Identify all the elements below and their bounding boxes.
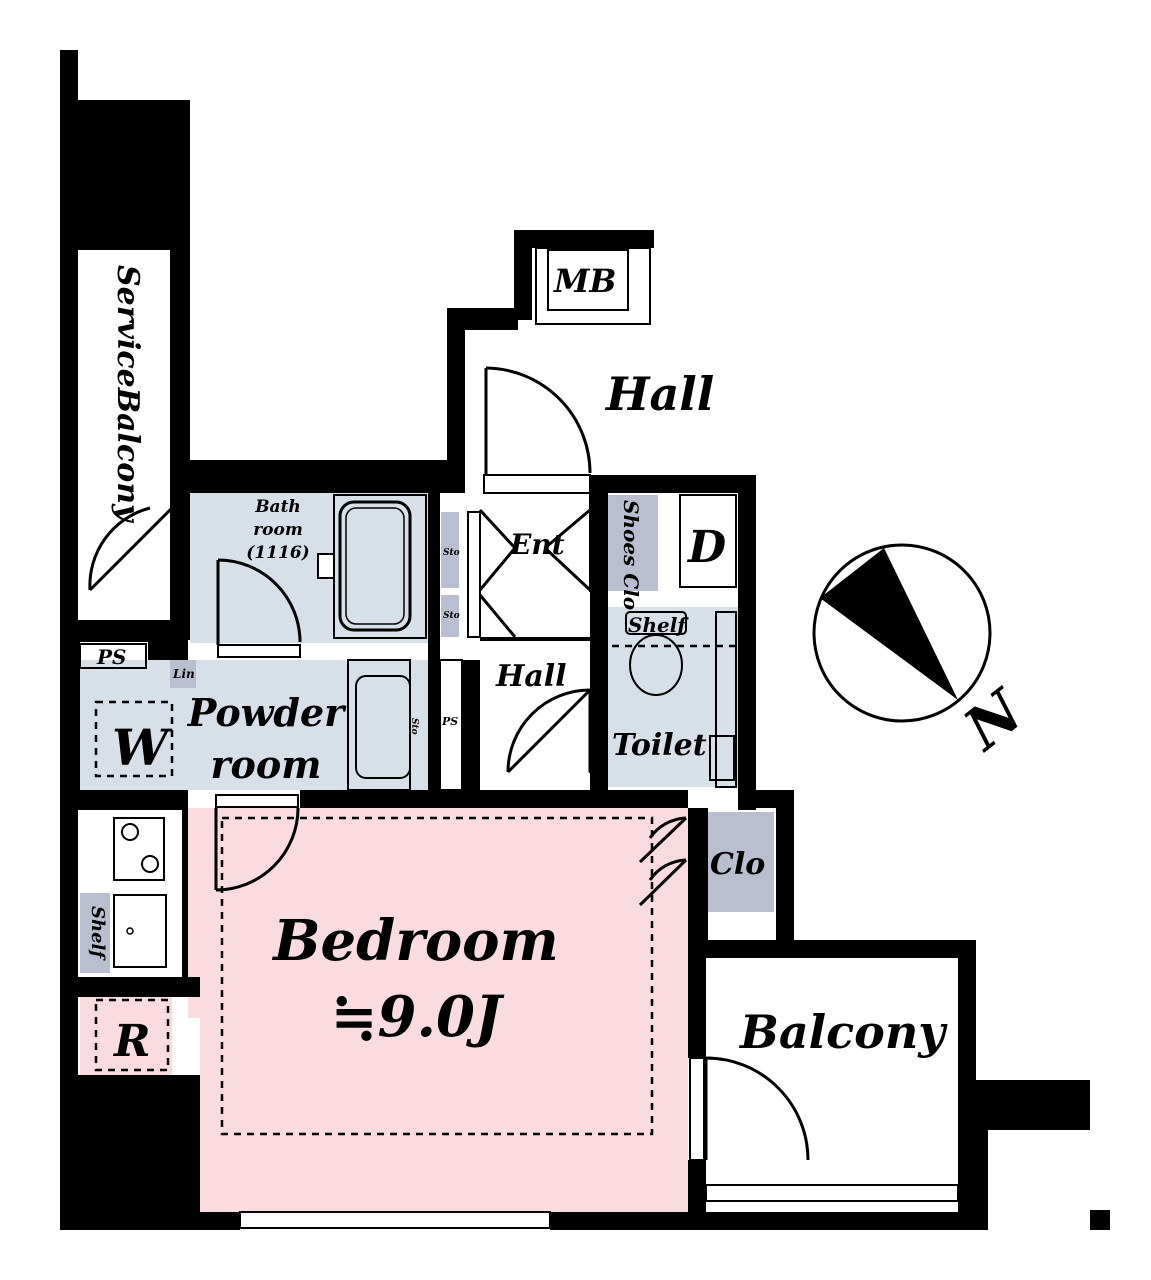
compass: N [812, 543, 1037, 764]
shelf-toilet-label: Shelf [628, 613, 689, 637]
hall-outer-label: Hall [604, 367, 714, 421]
d-label: D [686, 522, 726, 573]
lin-floor [170, 660, 196, 688]
bathtub [317, 494, 427, 639]
ps-center-label: PS [441, 715, 458, 728]
bedroom-size-label: ≒9.0J [331, 984, 505, 1050]
sto-bottom-label: Sto [443, 611, 460, 621]
washer-label: W [112, 718, 173, 777]
entrance-label: Ent [509, 528, 565, 561]
sto-top-label: Sto [443, 548, 460, 558]
closet-label: Clo [710, 847, 765, 882]
lin-label: Lin [172, 667, 195, 681]
powder-room-label-1: Powder [187, 690, 347, 735]
toilet-label: Toilet [612, 728, 707, 763]
shoes-closet-floor [608, 495, 658, 591]
service-balcony-label: ServiceBalcony [110, 265, 145, 524]
sto-vanity-label: Sto [409, 718, 419, 735]
kitchen-shelf-floor [80, 893, 110, 973]
bath-label-2: room [253, 520, 303, 540]
ps-left-label: PS [96, 645, 126, 669]
bath-label-3: (1116) [246, 543, 309, 563]
refrigerator-label: R [112, 1016, 151, 1067]
hall-inner-label: Hall [495, 659, 567, 694]
bedroom-floor-lower [200, 1015, 688, 1213]
toilet-floor [608, 607, 740, 787]
balcony-label: Balcony [738, 1005, 948, 1059]
toilet-fixture [625, 611, 737, 788]
sto-bottom-floor [441, 595, 459, 637]
bath-label-1: Bath [254, 497, 301, 517]
kitchen-shelf-label: Shelf [87, 906, 108, 961]
bedroom-floor [188, 808, 688, 1018]
bedroom-label: Bedroom [271, 908, 559, 974]
powder-room-label-2: room [211, 742, 322, 787]
mb-label: MB [553, 262, 616, 300]
walls [60, 50, 1110, 1230]
powder-floor [80, 660, 436, 790]
shoes-closet-label: Shoes Clo [619, 500, 643, 610]
bath-floor [190, 493, 428, 643]
sto-top-floor [441, 512, 459, 588]
closet-floor [706, 812, 774, 912]
